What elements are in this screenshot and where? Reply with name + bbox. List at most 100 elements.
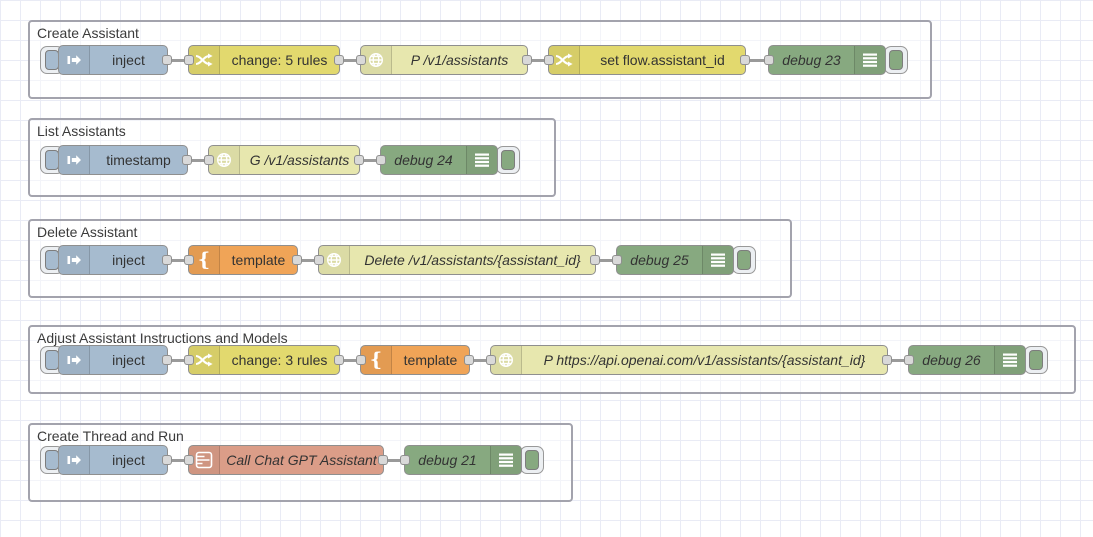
- wire[interactable]: [888, 359, 908, 362]
- output-port[interactable]: [162, 55, 172, 65]
- node-label: inject: [112, 452, 145, 468]
- debug-toggle-button[interactable]: [496, 146, 520, 174]
- node-change[interactable]: change: 3 rules: [184, 345, 344, 375]
- output-port[interactable]: [354, 155, 364, 165]
- input-port[interactable]: [612, 255, 622, 265]
- wire[interactable]: [168, 459, 188, 462]
- wire[interactable]: [298, 259, 318, 262]
- wire[interactable]: [470, 359, 490, 362]
- node-call-chat-gpt-assistant[interactable]: Call Chat GPT Assistant: [184, 445, 388, 475]
- node-inject[interactable]: inject: [58, 345, 172, 375]
- inject-arrow-icon: [59, 46, 90, 74]
- node-label: debug 26: [922, 352, 981, 368]
- node-label: Delete /v1/assistants/{assistant_id}: [364, 252, 581, 268]
- output-port[interactable]: [464, 355, 474, 365]
- node-label: timestamp: [106, 152, 171, 168]
- wire[interactable]: [528, 59, 548, 62]
- inject-arrow-icon: [59, 346, 90, 374]
- debug-toggle-button[interactable]: [520, 446, 544, 474]
- node-label: template: [403, 352, 458, 368]
- output-port[interactable]: [162, 255, 172, 265]
- input-port[interactable]: [376, 155, 386, 165]
- node-label: set flow.assistant_id: [600, 52, 725, 68]
- node-debug[interactable]: debug 23: [764, 45, 886, 75]
- output-port[interactable]: [182, 155, 192, 165]
- debug-list-icon: [702, 246, 733, 274]
- node-inject[interactable]: timestamp: [58, 145, 192, 175]
- output-port[interactable]: [590, 255, 600, 265]
- input-port[interactable]: [356, 55, 366, 65]
- node-template[interactable]: { template: [184, 245, 302, 275]
- input-port[interactable]: [184, 255, 194, 265]
- output-port[interactable]: [334, 355, 344, 365]
- node-debug[interactable]: debug 21: [400, 445, 522, 475]
- input-port[interactable]: [486, 355, 496, 365]
- output-port[interactable]: [334, 55, 344, 65]
- shuffle-icon: [549, 46, 580, 74]
- node-http-request[interactable]: P https://api.openai.com/v1/assistants/{…: [486, 345, 892, 375]
- input-port[interactable]: [400, 455, 410, 465]
- debug-toggle-button[interactable]: [884, 46, 908, 74]
- wire[interactable]: [384, 459, 404, 462]
- node-label: inject: [112, 52, 145, 68]
- input-port[interactable]: [764, 55, 774, 65]
- debug-list-icon: [854, 46, 885, 74]
- debug-toggle-button[interactable]: [732, 246, 756, 274]
- node-label: debug 24: [394, 152, 453, 168]
- output-port[interactable]: [162, 355, 172, 365]
- input-port[interactable]: [204, 155, 214, 165]
- node-template[interactable]: { template: [356, 345, 474, 375]
- inject-arrow-icon: [59, 146, 90, 174]
- debug-list-icon: [490, 446, 521, 474]
- output-port[interactable]: [522, 55, 532, 65]
- node-http-request[interactable]: G /v1/assistants: [204, 145, 364, 175]
- input-port[interactable]: [544, 55, 554, 65]
- node-label: debug 21: [418, 452, 477, 468]
- input-port[interactable]: [314, 255, 324, 265]
- wire[interactable]: [340, 59, 360, 62]
- group-label: Delete Assistant: [37, 224, 138, 240]
- wire[interactable]: [168, 359, 188, 362]
- input-port[interactable]: [356, 355, 366, 365]
- curly-brace-icon: {: [361, 346, 392, 374]
- wire[interactable]: [746, 59, 768, 62]
- node-debug[interactable]: debug 25: [612, 245, 734, 275]
- debug-list-icon: [466, 146, 497, 174]
- output-port[interactable]: [292, 255, 302, 265]
- node-debug[interactable]: debug 24: [376, 145, 498, 175]
- group-label: Create Assistant: [37, 25, 139, 41]
- node-http-request[interactable]: Delete /v1/assistants/{assistant_id}: [314, 245, 600, 275]
- node-label: Call Chat GPT Assistant: [226, 452, 377, 468]
- output-port[interactable]: [882, 355, 892, 365]
- wire[interactable]: [340, 359, 360, 362]
- wire[interactable]: [360, 159, 380, 162]
- node-label: inject: [112, 252, 145, 268]
- node-inject[interactable]: inject: [58, 45, 172, 75]
- node-label: inject: [112, 352, 145, 368]
- node-label: template: [231, 252, 286, 268]
- node-inject[interactable]: inject: [58, 445, 172, 475]
- globe-icon: [361, 46, 392, 74]
- output-port[interactable]: [378, 455, 388, 465]
- node-http-request[interactable]: P /v1/assistants: [356, 45, 532, 75]
- wire[interactable]: [596, 259, 616, 262]
- debug-toggle-button[interactable]: [1024, 346, 1048, 374]
- input-port[interactable]: [184, 455, 194, 465]
- node-change[interactable]: change: 5 rules: [184, 45, 344, 75]
- node-change[interactable]: set flow.assistant_id: [544, 45, 750, 75]
- node-label: debug 25: [630, 252, 689, 268]
- input-port[interactable]: [184, 55, 194, 65]
- output-port[interactable]: [740, 55, 750, 65]
- group-label: Create Thread and Run: [37, 428, 184, 444]
- globe-icon: [209, 146, 240, 174]
- node-debug[interactable]: debug 26: [904, 345, 1026, 375]
- wire[interactable]: [188, 159, 208, 162]
- input-port[interactable]: [184, 355, 194, 365]
- wire[interactable]: [168, 59, 188, 62]
- output-port[interactable]: [162, 455, 172, 465]
- node-inject[interactable]: inject: [58, 245, 172, 275]
- input-port[interactable]: [904, 355, 914, 365]
- node-label: debug 23: [782, 52, 841, 68]
- wire[interactable]: [168, 259, 188, 262]
